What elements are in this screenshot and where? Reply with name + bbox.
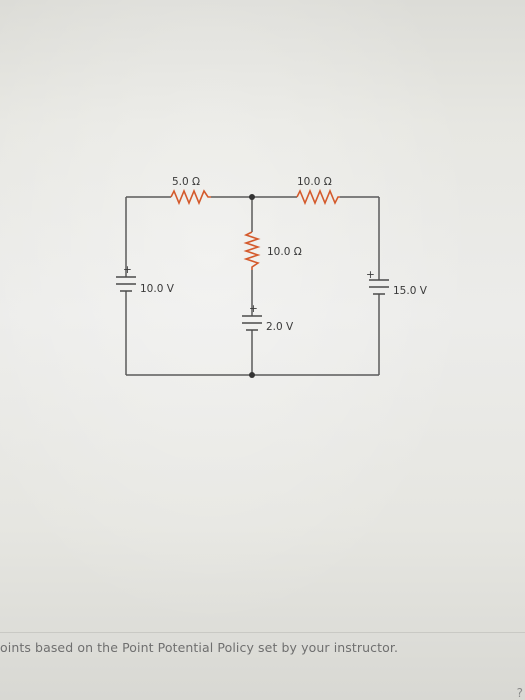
resistor-top-right-zigzag — [296, 188, 340, 206]
resistor-top-left-zigzag — [170, 188, 211, 206]
resistor-top-left-label: 5.0 Ω — [172, 176, 200, 188]
junction-bottom — [249, 372, 255, 378]
battery-left-label: 10.0 V — [140, 283, 175, 295]
battery-left — [116, 276, 136, 292]
battery-middle — [242, 315, 262, 331]
footer-divider — [0, 632, 525, 633]
battery-right — [369, 279, 389, 295]
battery-middle-plus-sign: + — [249, 303, 258, 315]
point-policy-text: oints based on the Point Potential Polic… — [0, 640, 399, 655]
resistor-middle-zigzag — [243, 231, 261, 270]
corner-help-link[interactable]: ? — [516, 686, 523, 700]
resistor-top-right-label: 10.0 Ω — [297, 176, 332, 188]
battery-left-plus-sign: + — [123, 264, 132, 276]
junction-top — [249, 194, 255, 200]
battery-middle-label: 2.0 V — [266, 321, 294, 333]
battery-right-label: 15.0 V — [393, 285, 428, 297]
battery-right-plus-sign: + — [366, 269, 375, 281]
resistor-middle-label: 10.0 Ω — [267, 246, 302, 258]
